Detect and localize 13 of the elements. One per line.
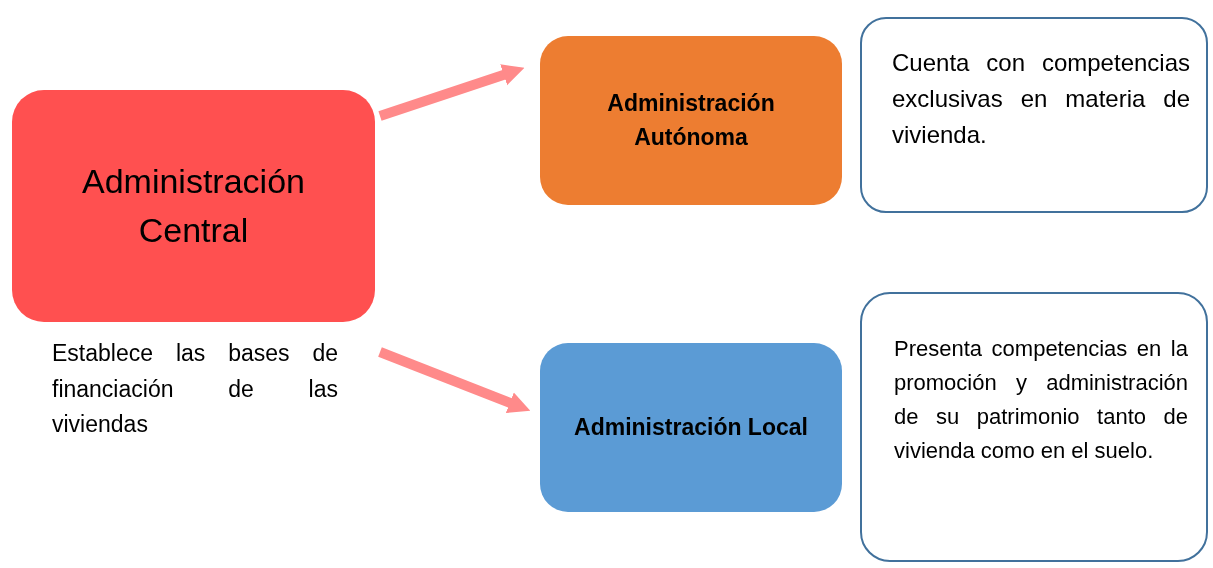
box-label: Administración Central xyxy=(81,160,306,251)
arrow xyxy=(378,64,525,121)
box-label: Administración Local xyxy=(574,412,808,442)
arrow xyxy=(378,347,531,414)
box-label: Administración Autónoma xyxy=(606,89,776,152)
central-box xyxy=(12,90,375,322)
description-box xyxy=(860,17,1208,213)
local-box xyxy=(540,343,842,512)
description-box xyxy=(860,292,1208,562)
description-text: Cuenta con competencias exclusivas en materia de vivienda. xyxy=(892,48,1190,150)
autonomous-box xyxy=(540,36,842,205)
description-text: Presenta competencias en la promoción y administración de su patrimonio tanto de vivienda como en el suelo. xyxy=(894,335,1188,466)
note-text: Establece las bases de financiación de las viviendas xyxy=(52,339,338,440)
